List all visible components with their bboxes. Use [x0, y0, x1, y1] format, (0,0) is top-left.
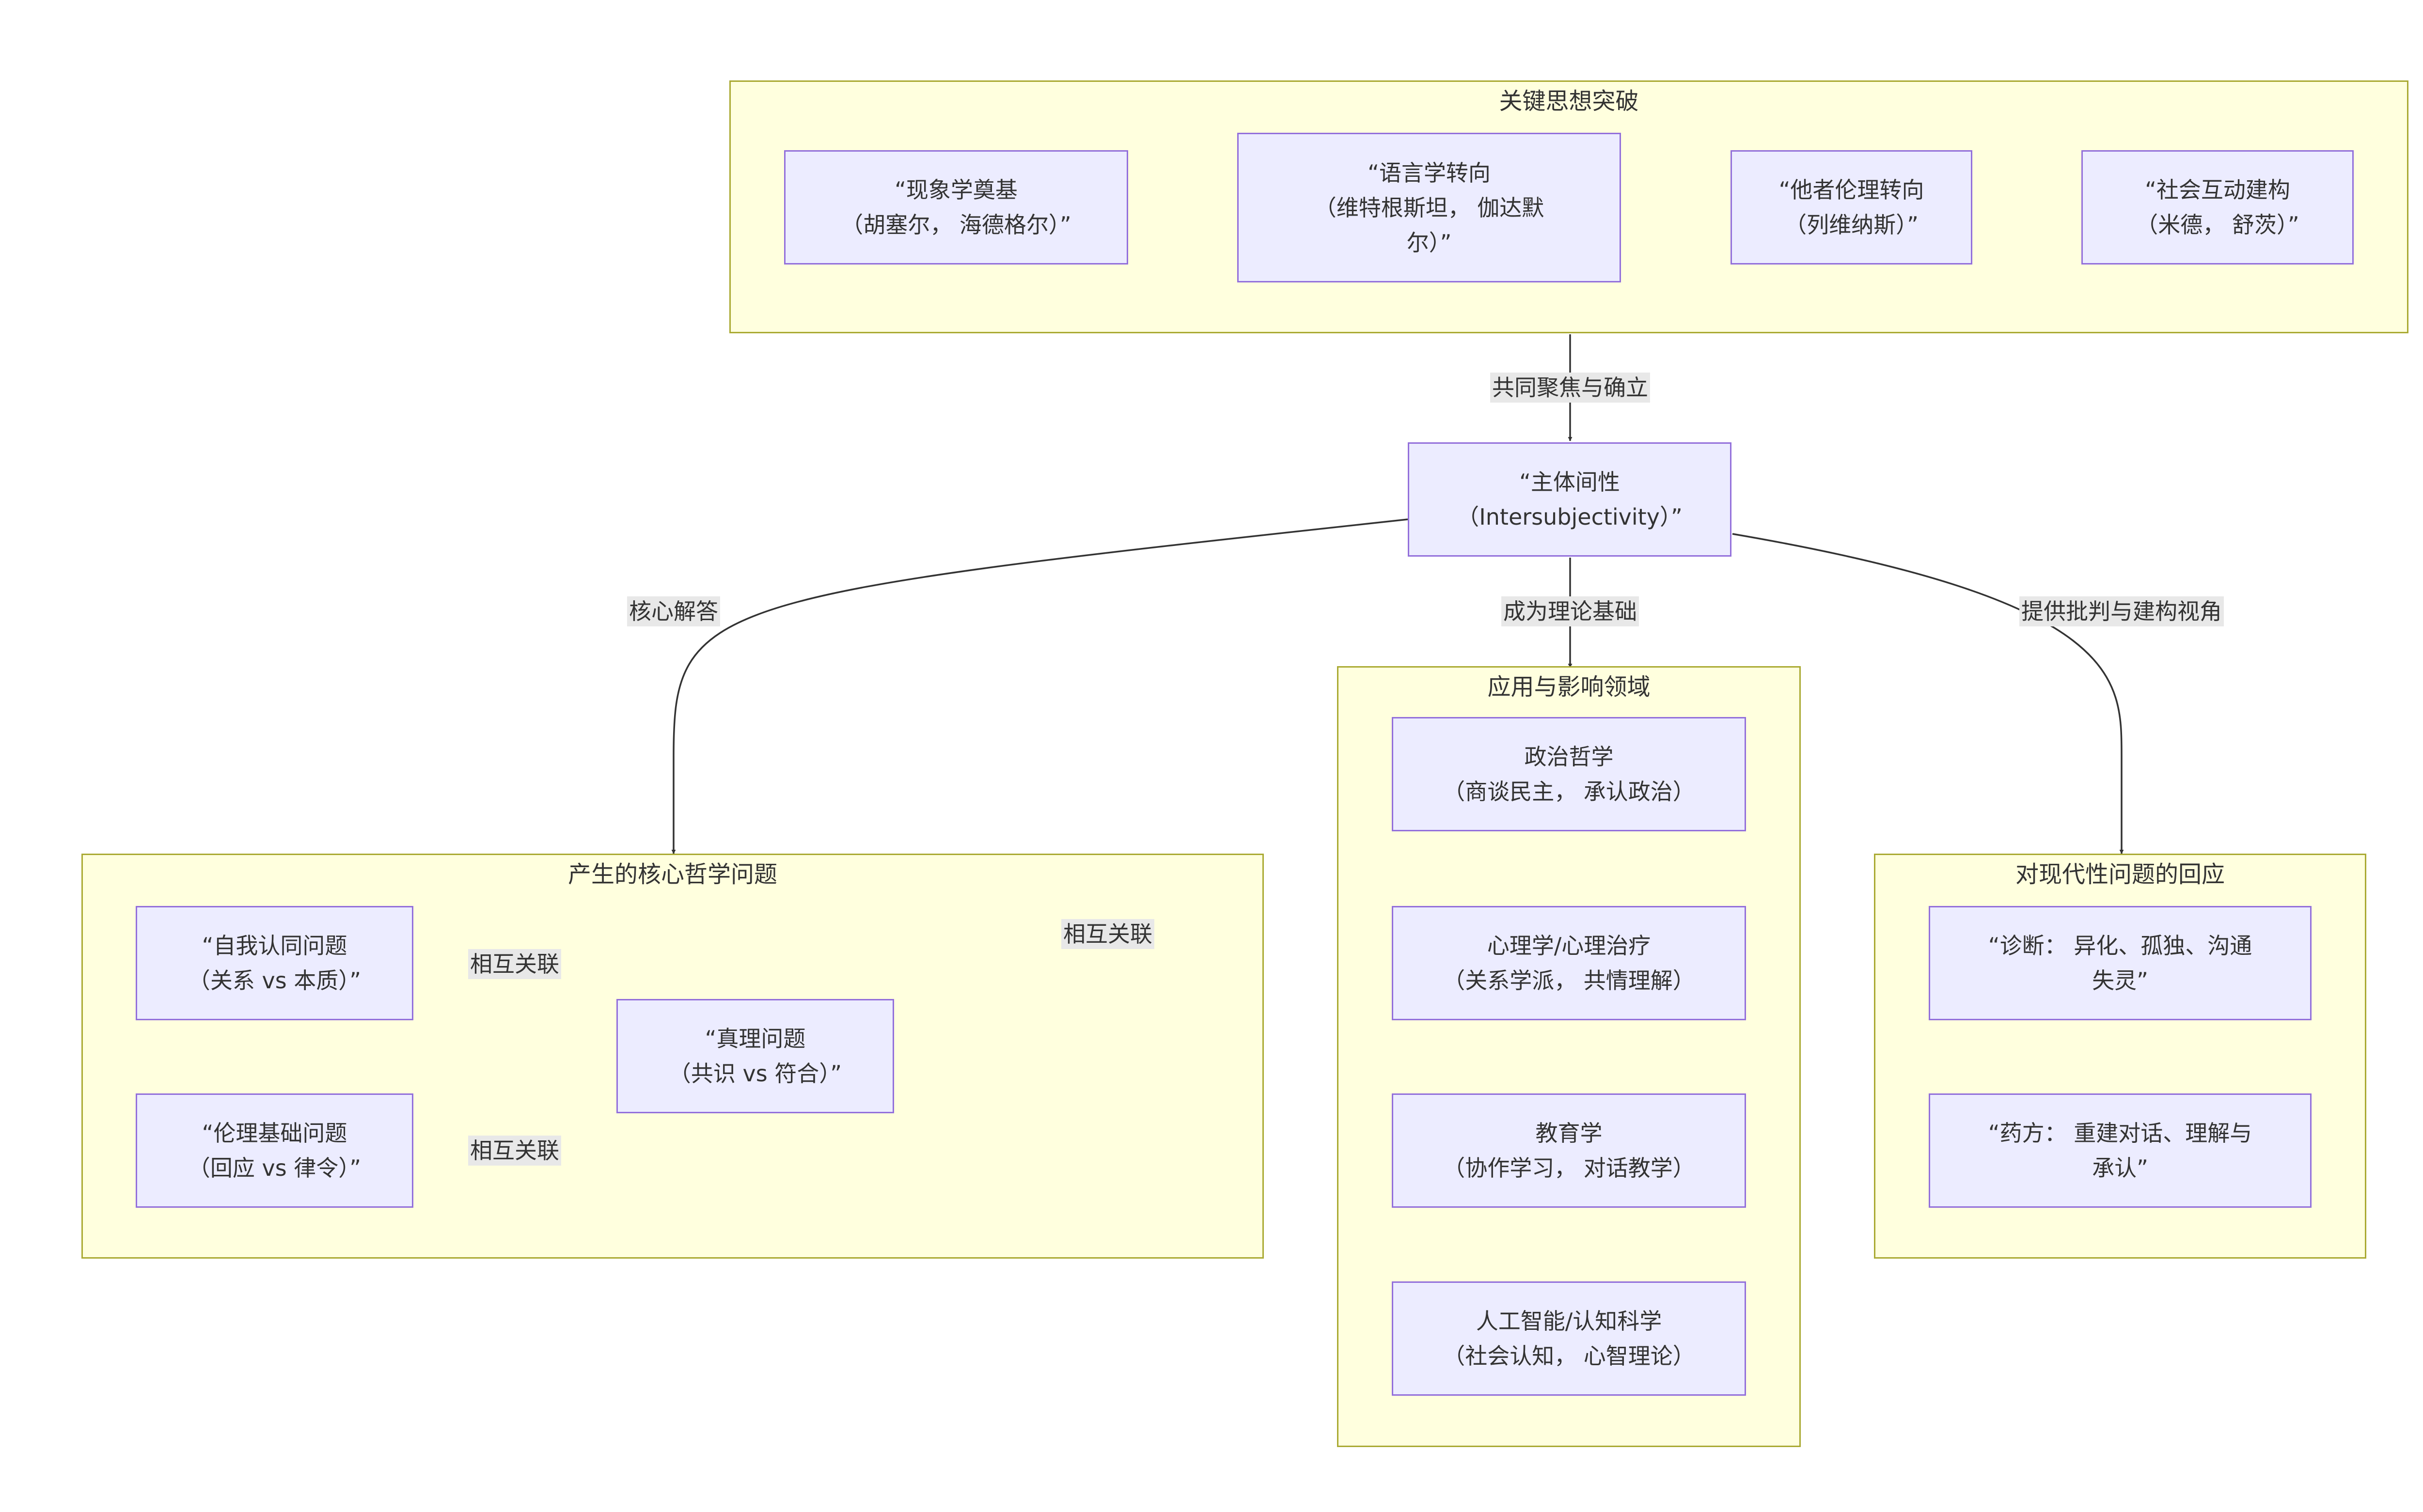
node-label: 人工智能/认知科学 （社会认知， 心智理论） — [1443, 1308, 1695, 1369]
edge-label-self-truth: 相互关联 — [468, 949, 561, 979]
edge-intersubjectivity-problems — [671, 518, 1408, 854]
node-other-ethics[interactable]: “他者伦理转向 （列维纳斯）” — [1731, 150, 1972, 265]
cluster-title: 对现代性问题的回应 — [2015, 861, 2225, 888]
node-label: “他者伦理转向 （列维纳斯）” — [1778, 177, 1924, 238]
node-self-identity[interactable]: “自我认同问题 （关系 vs 本质）” — [136, 906, 413, 1020]
node-ethics-basis[interactable]: “伦理基础问题 （回应 vs 律令）” — [136, 1093, 413, 1208]
node-linguistic-turn[interactable]: “语言学转向 （维特根斯坦， 伽达默 尔）” — [1237, 133, 1621, 282]
node-phenomenology[interactable]: “现象学奠基 （胡塞尔， 海德格尔）” — [784, 150, 1128, 265]
node-diagnosis[interactable]: “诊断： 异化、孤独、沟通 失灵” — [1929, 906, 2312, 1020]
edge-label-foundation: 成为理论基础 — [1501, 596, 1639, 626]
edge-label-critique: 提供批判与建构视角 — [2019, 596, 2224, 626]
node-truth[interactable]: “真理问题 （共识 vs 符合）” — [616, 999, 894, 1113]
node-label: “主体间性 （Intersubjectivity）” — [1457, 469, 1683, 530]
node-label: “诊断： 异化、孤独、沟通 失灵” — [1988, 933, 2252, 994]
cluster-title: 应用与影响领域 — [1487, 673, 1651, 701]
edge-label-truth-loop: 相互关联 — [1061, 919, 1154, 949]
node-label: 教育学 （协作学习， 对话教学） — [1443, 1120, 1695, 1181]
node-social-interaction[interactable]: “社会互动建构 （米德， 舒茨）” — [2081, 150, 2354, 265]
edge-label-core-answer: 核心解答 — [627, 596, 720, 626]
node-intersubjectivity[interactable]: “主体间性 （Intersubjectivity）” — [1408, 442, 1731, 557]
node-ai-cognitive-science[interactable]: 人工智能/认知科学 （社会认知， 心智理论） — [1392, 1281, 1746, 1396]
node-label: “自我认同问题 （关系 vs 本质）” — [188, 933, 362, 994]
node-label: “现象学奠基 （胡塞尔， 海德格尔）” — [841, 177, 1071, 238]
edge-label-focus: 共同聚焦与确立 — [1490, 373, 1650, 403]
node-label: “药方： 重建对话、理解与 承认” — [1988, 1120, 2252, 1181]
node-label: “伦理基础问题 （回应 vs 律令）” — [188, 1120, 362, 1181]
edge-label-ethics-truth: 相互关联 — [468, 1136, 561, 1166]
node-label: 政治哲学 （商谈民主， 承认政治） — [1443, 744, 1695, 805]
node-label: 心理学/心理治疗 （关系学派， 共情理解） — [1443, 933, 1695, 994]
cluster-title: 产生的核心哲学问题 — [567, 861, 777, 888]
node-label: “语言学转向 （维特根斯坦， 伽达默 尔）” — [1314, 159, 1544, 256]
node-psychology[interactable]: 心理学/心理治疗 （关系学派， 共情理解） — [1392, 906, 1746, 1020]
edge-intersubjectivity-modernity — [1732, 533, 2124, 854]
node-education[interactable]: 教育学 （协作学习， 对话教学） — [1392, 1093, 1746, 1208]
node-label: “社会互动建构 （米德， 舒茨）” — [2136, 177, 2299, 238]
node-political-philosophy[interactable]: 政治哲学 （商谈民主， 承认政治） — [1392, 717, 1746, 831]
node-label: “真理问题 （共识 vs 符合）” — [668, 1026, 842, 1087]
node-remedy[interactable]: “药方： 重建对话、理解与 承认” — [1929, 1093, 2312, 1208]
cluster-title: 关键思想突破 — [1499, 88, 1639, 115]
